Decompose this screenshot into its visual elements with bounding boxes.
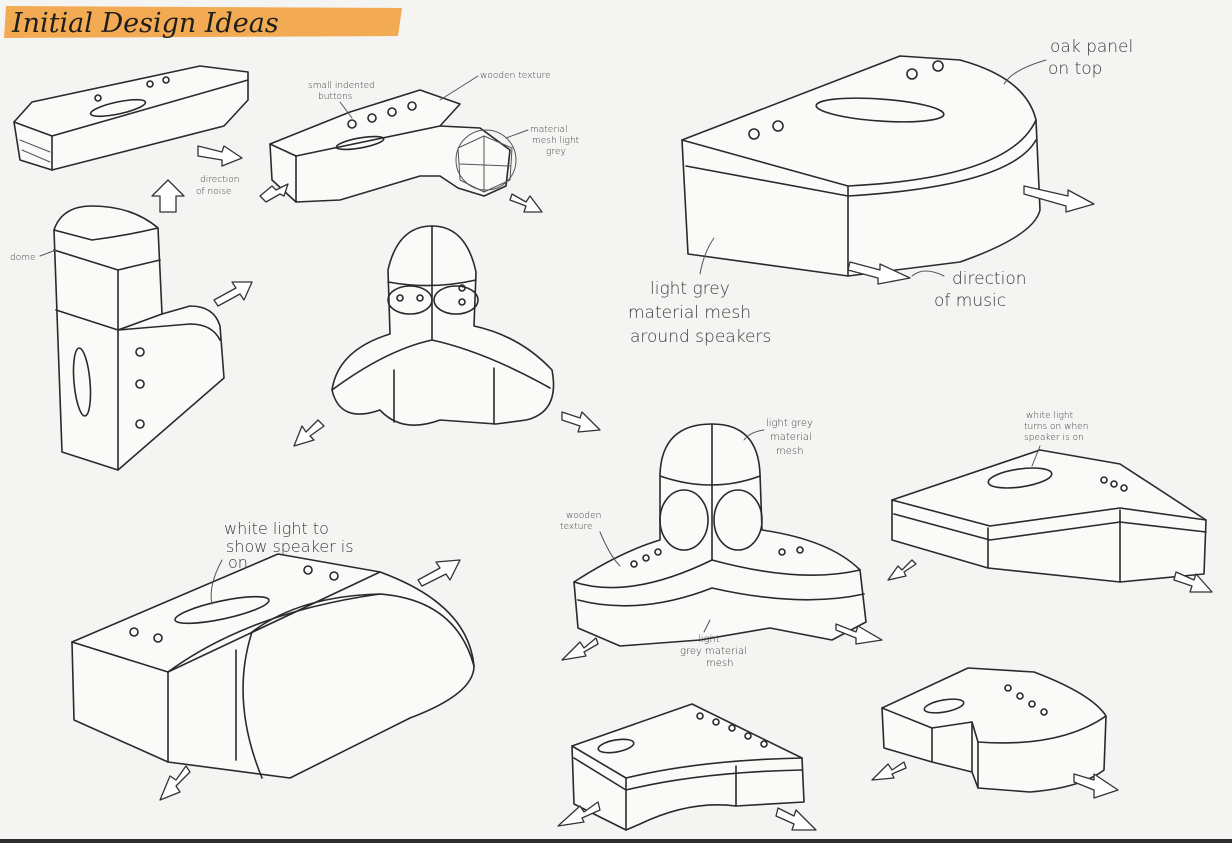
annotation-text: material mesh xyxy=(628,303,751,323)
annotation-text: show speaker is xyxy=(226,537,354,556)
arrow-icon xyxy=(775,807,817,831)
arrow-icon xyxy=(1173,571,1213,593)
annotation-text: on xyxy=(228,553,248,572)
arrow-icon xyxy=(1023,185,1095,213)
sketch-oak-top xyxy=(681,55,1041,277)
sketch-half-cylinder xyxy=(71,553,475,779)
arrow-icon xyxy=(259,183,289,203)
title-highlight xyxy=(4,6,402,38)
sketch-tri-lobe xyxy=(331,225,555,426)
arrow-icon xyxy=(1073,773,1119,799)
arrow-icon xyxy=(561,637,599,661)
annotation-text: light grey xyxy=(650,279,730,299)
annotation-text: white light to xyxy=(224,519,329,538)
arrow-icon xyxy=(887,559,917,581)
annotation-text: light xyxy=(698,634,720,645)
sketch-bar-speaker xyxy=(13,65,249,171)
arrow-icon xyxy=(151,179,185,213)
sketch-wedge-light xyxy=(891,449,1207,583)
arrow-icon xyxy=(197,145,243,167)
sketch-step-box xyxy=(881,667,1107,793)
arrow-icon xyxy=(213,281,253,307)
annotation-text: wooden xyxy=(566,511,601,521)
annotation-text: turns on when xyxy=(1024,422,1088,432)
sketch-tri-lobe-base xyxy=(573,423,867,647)
bottom-border xyxy=(0,839,1232,843)
arrow-icon xyxy=(557,801,601,827)
annotation-text: of noise xyxy=(196,187,231,197)
annotation-text: around speakers xyxy=(630,327,771,347)
sketch-low-curved xyxy=(571,703,805,831)
annotation-text: direction xyxy=(200,175,239,185)
annotation-text: small indented xyxy=(308,81,375,91)
sketch-l-speaker-mesh xyxy=(269,89,517,203)
annotation-text: speaker is on xyxy=(1024,433,1084,443)
annotation-text: white light xyxy=(1026,411,1074,421)
annotation-text: mesh xyxy=(706,658,733,669)
annotation-text: mesh xyxy=(776,446,803,457)
page-title: Initial Design Ideas xyxy=(11,8,279,39)
arrow-icon xyxy=(835,623,883,645)
arrow-icon xyxy=(509,193,543,213)
annotation-text: material xyxy=(530,125,568,135)
annotation-text: direction xyxy=(952,269,1027,289)
annotation-text: dome xyxy=(10,253,36,263)
arrow-icon xyxy=(159,765,191,801)
arrow-icon xyxy=(871,761,907,781)
sketch-dome-tower xyxy=(53,205,225,471)
annotation-text: texture xyxy=(560,522,593,532)
arrow-icon xyxy=(293,419,325,447)
title-block: Initial Design Ideas xyxy=(4,6,402,39)
annotation-text: grey xyxy=(546,147,566,157)
annotation-text: buttons xyxy=(318,92,353,102)
annotation-text: material xyxy=(770,432,812,443)
annotation-text: on top xyxy=(1048,59,1102,79)
annotation-text: light grey xyxy=(766,418,813,429)
arrow-icon xyxy=(417,559,461,587)
annotation-text: wooden texture xyxy=(480,71,551,81)
arrow-icon xyxy=(561,411,601,433)
annotation-text: mesh light xyxy=(532,136,580,146)
arrow-icon xyxy=(847,261,911,285)
annotation-text: grey material xyxy=(680,646,747,657)
annotation-text: oak panel xyxy=(1050,37,1133,57)
annotation-text: of music xyxy=(934,291,1006,311)
